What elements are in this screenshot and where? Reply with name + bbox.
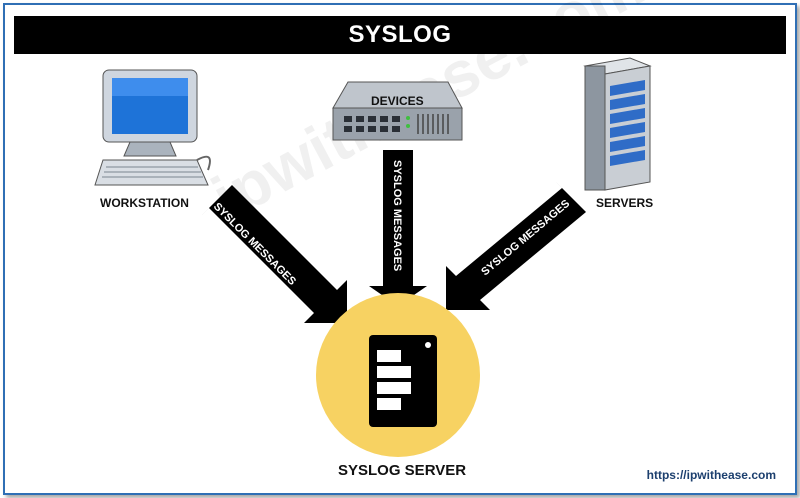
title-bar: SYSLOG	[14, 16, 786, 54]
server-rack-icon	[583, 57, 652, 191]
arrow-right-text: SYSLOG MESSAGES	[479, 198, 572, 279]
source-url: https://ipwithease.com	[646, 468, 776, 482]
syslog-server-icon	[369, 335, 437, 427]
devices-label: DEVICES	[371, 94, 424, 108]
page-title: SYSLOG	[348, 21, 452, 48]
syslog-server-label: SYSLOG SERVER	[338, 462, 467, 479]
arrow-right	[446, 182, 586, 310]
workstation-label: WORKSTATION	[100, 196, 189, 210]
workstation-icon	[94, 69, 211, 186]
arrow-left	[202, 185, 347, 323]
arrow-middle-text: SYSLOG MESSAGES	[391, 160, 403, 271]
servers-label: SERVERS	[596, 196, 654, 210]
device-switch-icon	[332, 81, 463, 141]
arrow-middle	[369, 150, 427, 306]
